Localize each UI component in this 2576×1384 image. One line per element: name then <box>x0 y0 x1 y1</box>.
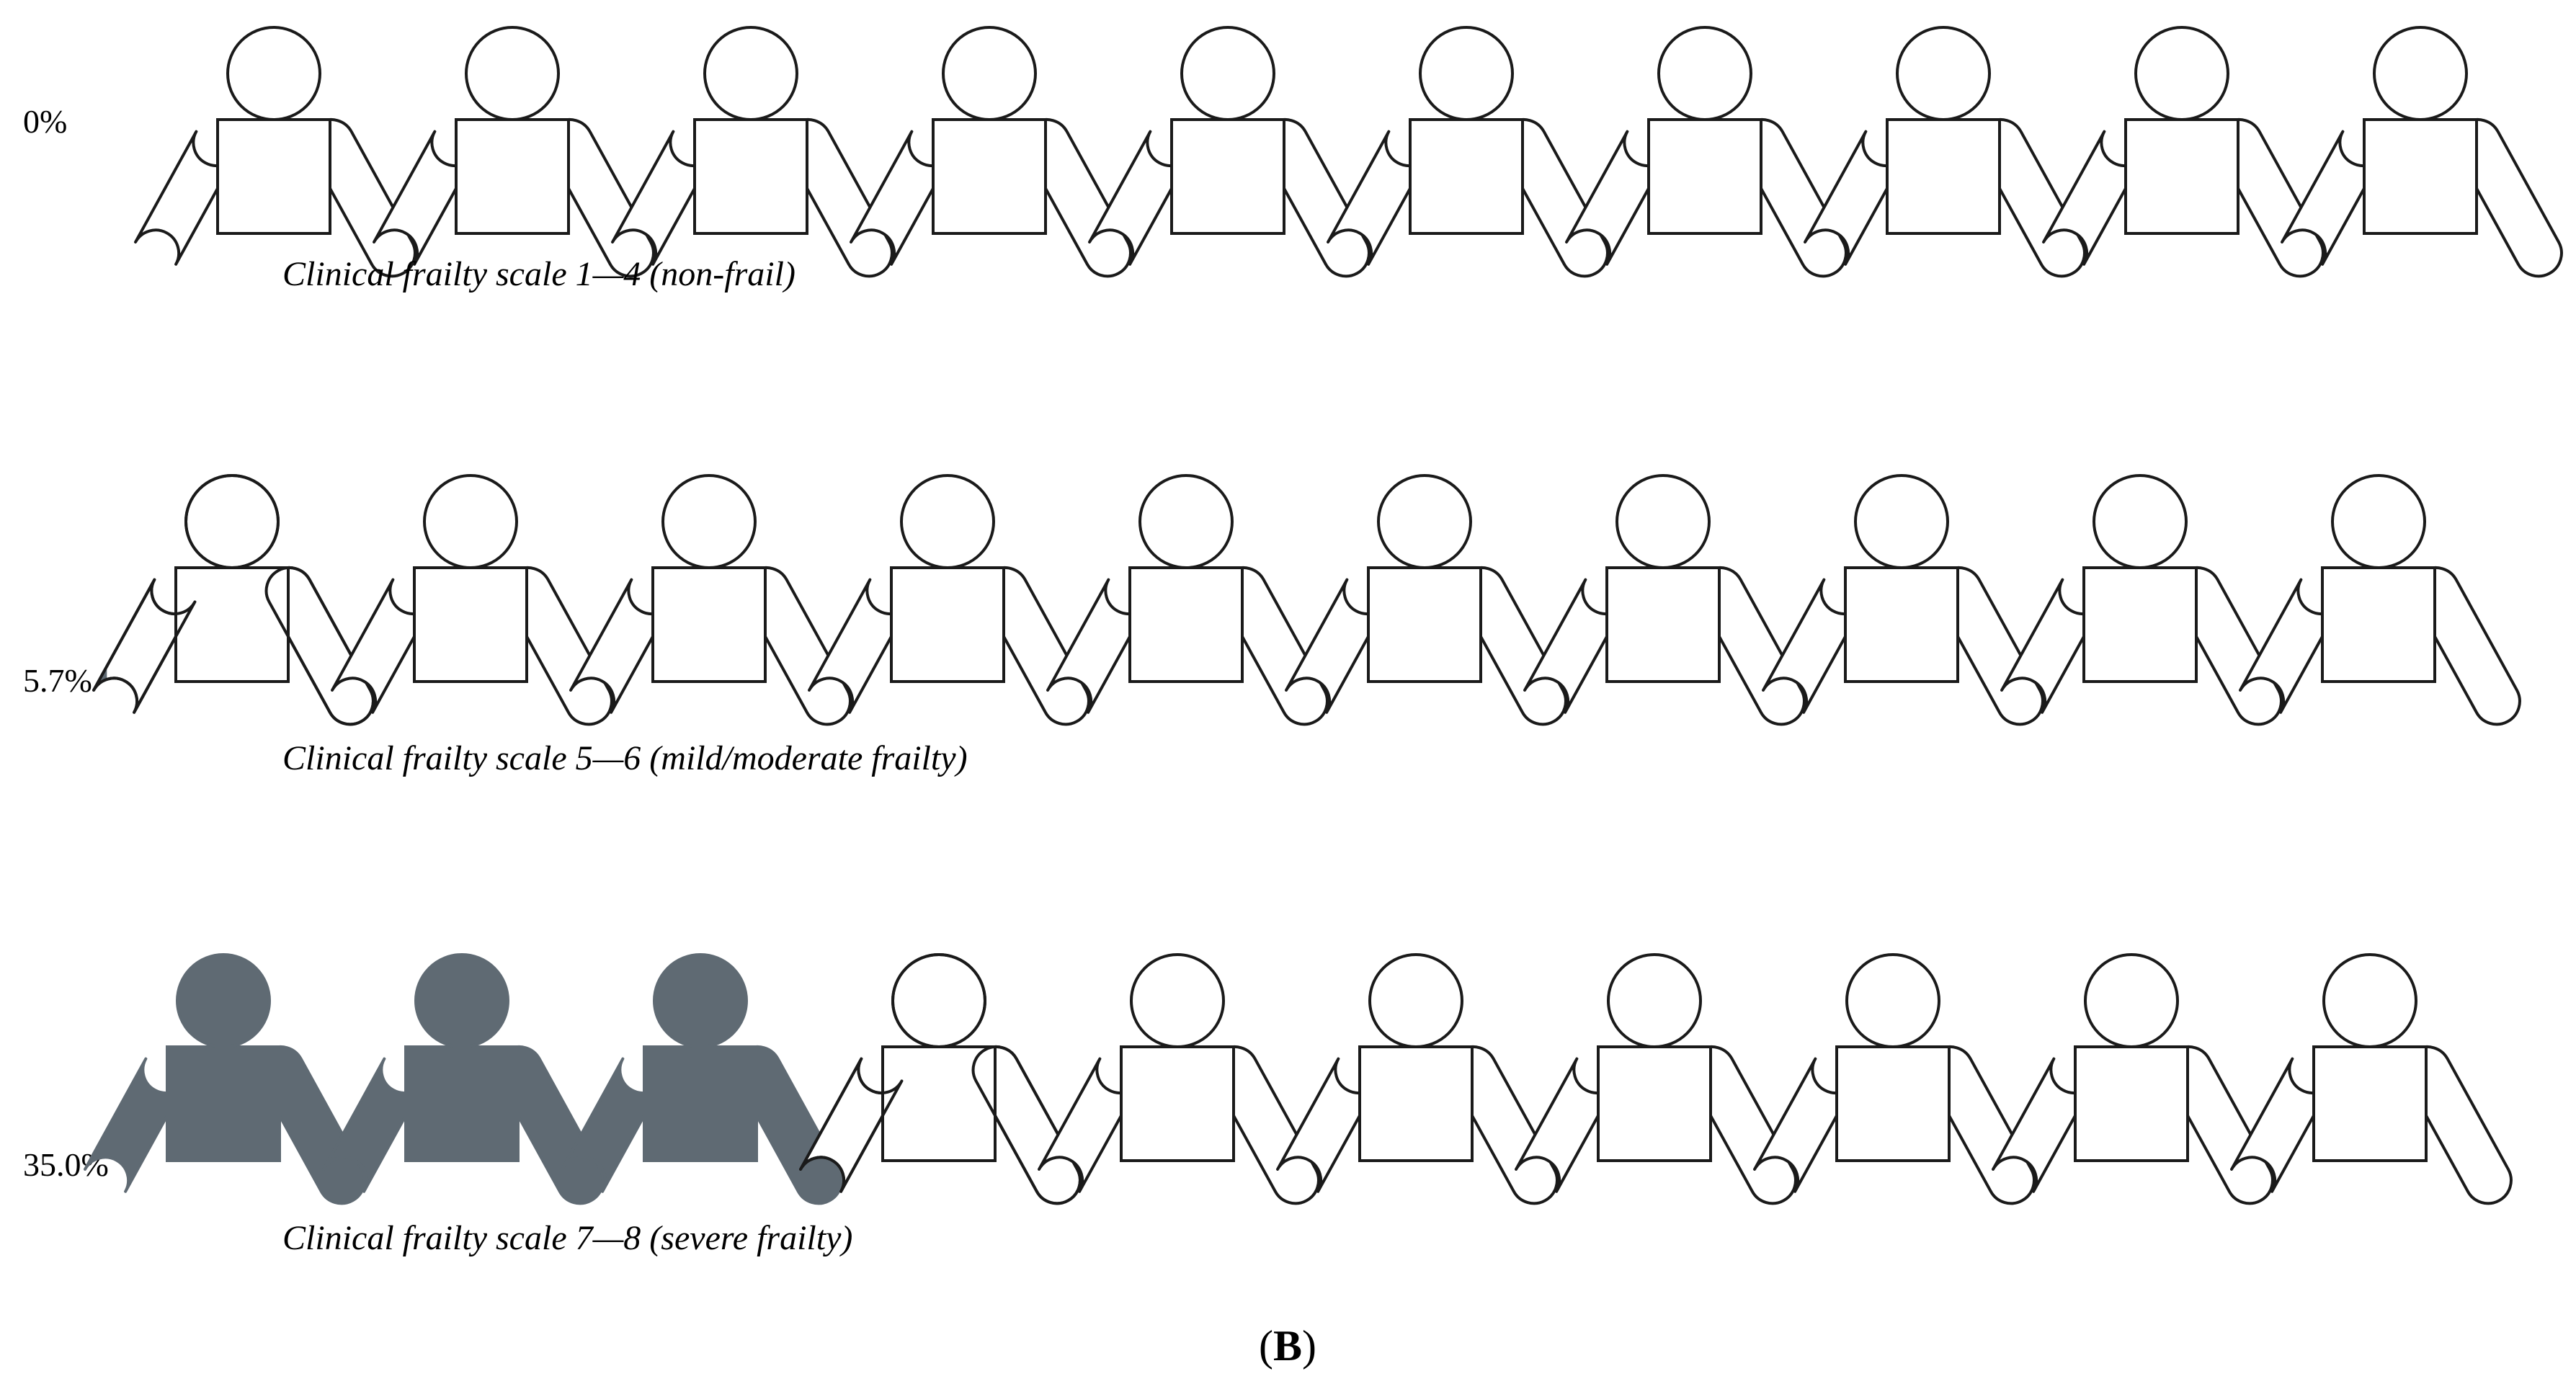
row-mild-moderate-frailty: 5.7% Clinical frailty scale 5—6 (mild/mo… <box>23 474 2521 777</box>
person-icon <box>134 26 416 278</box>
row-percentage-label: 5.7% <box>23 662 92 699</box>
person-icon <box>2239 474 2521 726</box>
row-non-frail: 0% Clinical frailty scale 1—4 (non-frail… <box>23 26 2563 293</box>
person-icon <box>1523 474 1806 726</box>
person-icon <box>373 26 655 278</box>
person-icon <box>1992 953 2274 1205</box>
person-icon <box>1038 953 1320 1205</box>
person-icon <box>2000 474 2283 726</box>
person-icon <box>850 26 1132 278</box>
row-severe-frailty: 35.0% Clinical frailty scale 7—8 (severe… <box>23 953 2513 1257</box>
person-icon <box>569 474 852 726</box>
partial-outline <box>92 474 375 726</box>
person-icon <box>1046 474 1329 726</box>
person-icon <box>84 953 366 1205</box>
person-icon <box>808 474 1090 726</box>
person-icon <box>1565 26 1848 278</box>
person-icon <box>322 953 605 1205</box>
person-icon <box>1762 474 2044 726</box>
person-icon <box>799 953 1082 1205</box>
person-icon <box>331 474 613 726</box>
person-icon <box>2281 26 2563 278</box>
row-icons <box>84 953 2513 1205</box>
row-icons <box>134 26 2563 278</box>
panel-label-letter: B <box>1273 1322 1302 1370</box>
panel-label-open: ( <box>1259 1322 1273 1370</box>
row-percentage-label: 0% <box>23 103 67 140</box>
partial-outline <box>799 953 1082 1205</box>
person-icon <box>2230 953 2513 1205</box>
row-caption: Clinical frailty scale 7—8 (severe frail… <box>282 1219 852 1257</box>
person-icon <box>92 474 375 726</box>
row-caption: Clinical frailty scale 5—6 (mild/moderat… <box>282 739 968 777</box>
person-icon <box>1804 26 2086 278</box>
panel-label: (B) <box>1259 1322 1316 1370</box>
person-icon <box>1753 953 2036 1205</box>
partial-fill <box>92 663 107 692</box>
row-icons <box>92 474 2521 726</box>
person-icon <box>1515 953 1797 1205</box>
person-icon <box>611 26 893 278</box>
person-icon <box>1285 474 1567 726</box>
person-icon <box>2042 26 2325 278</box>
person-icon <box>1088 26 1371 278</box>
person-icon <box>1276 953 1559 1205</box>
panel-label-close: ) <box>1302 1322 1316 1370</box>
person-icon <box>1327 26 1609 278</box>
row-caption: Clinical frailty scale 1—4 (non-frail) <box>282 255 795 293</box>
person-icon <box>561 953 843 1205</box>
